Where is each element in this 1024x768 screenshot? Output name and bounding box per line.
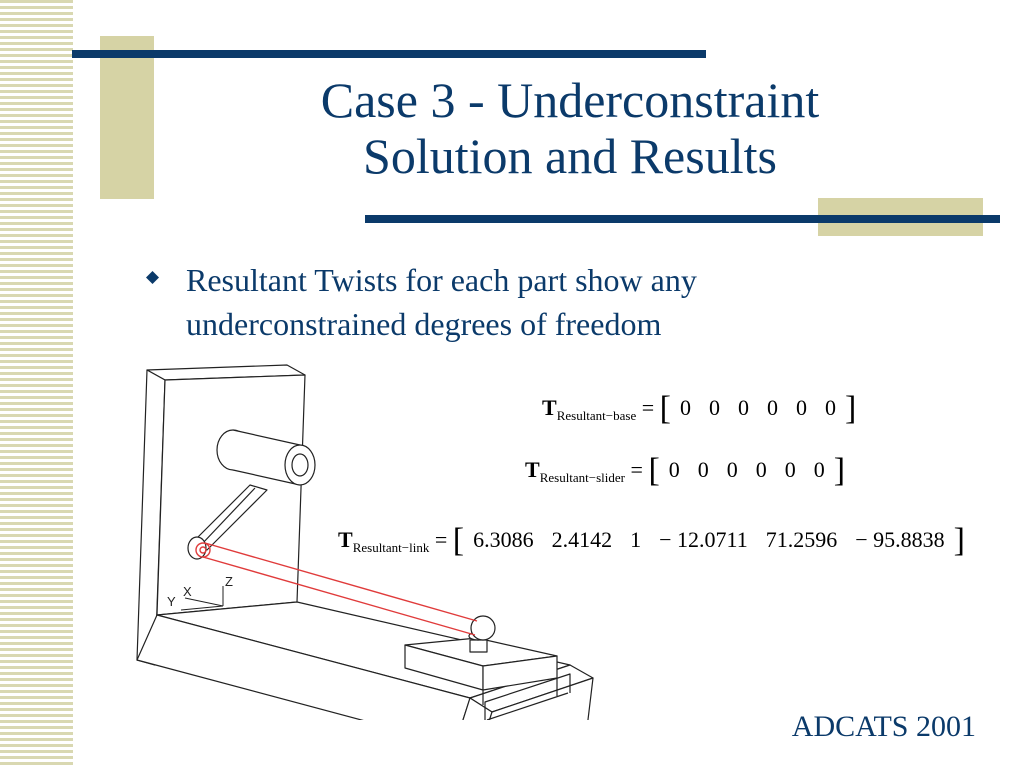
vector-value: 0 [766,395,778,420]
vector-value: 0 [697,457,709,482]
equals-sign: = [641,395,655,420]
title-rule-bottom [365,215,1000,223]
tan-accent-block-left [100,36,154,199]
vector-value: 0 [679,395,691,420]
vector-value: 0 [737,395,749,420]
equals-sign: = [434,527,448,552]
vector-value: 0 [755,457,767,482]
twist-symbol: T [525,457,540,482]
vector-value: 71.2596 [765,527,838,552]
footer-label: ADCATS 2001 [791,710,976,743]
vector-value: − 12.0711 [659,527,748,552]
axis-label-z: Z [225,574,233,589]
axis-label-y: Y [167,594,176,609]
twist-symbol: T [542,395,557,420]
title-rule-top [72,50,706,58]
mechanism-figure: Z X Y [136,364,594,720]
twist-symbol: T [338,527,353,552]
diamond-icon [146,271,159,284]
vector-value: 0 [784,457,796,482]
title-line-2: Solution and Results [363,128,777,184]
vector-value: 0 [668,457,680,482]
left-stripe-decoration [0,0,73,768]
vector-value: 6.3086 [473,527,534,552]
vector-value: 0 [795,395,807,420]
slide-title: Case 3 - Underconstraint Solution and Re… [160,72,980,184]
vector-value: 0 [824,395,836,420]
bullet-text: Resultant Twists for each part show any … [186,258,906,346]
vector-value: 0 [726,457,738,482]
vector-value: 0 [708,395,720,420]
vector-value: 1 [630,527,642,552]
axis-label-x: X [183,584,192,599]
bullet-line-1: Resultant Twists for each part show any [186,262,697,298]
bullet-line-2: underconstrained degrees of freedom [186,306,662,342]
equals-sign: = [630,457,643,482]
vector-value: 2.4142 [551,527,613,552]
twist-subscript: Resultant−slider [539,470,626,485]
twist-subscript: Resultant−link [352,540,430,555]
vector-value: − 95.8838 [855,527,945,552]
twist-subscript: Resultant−base [556,408,637,423]
vector-value: 0 [813,457,825,482]
title-line-1: Case 3 - Underconstraint [320,72,820,128]
